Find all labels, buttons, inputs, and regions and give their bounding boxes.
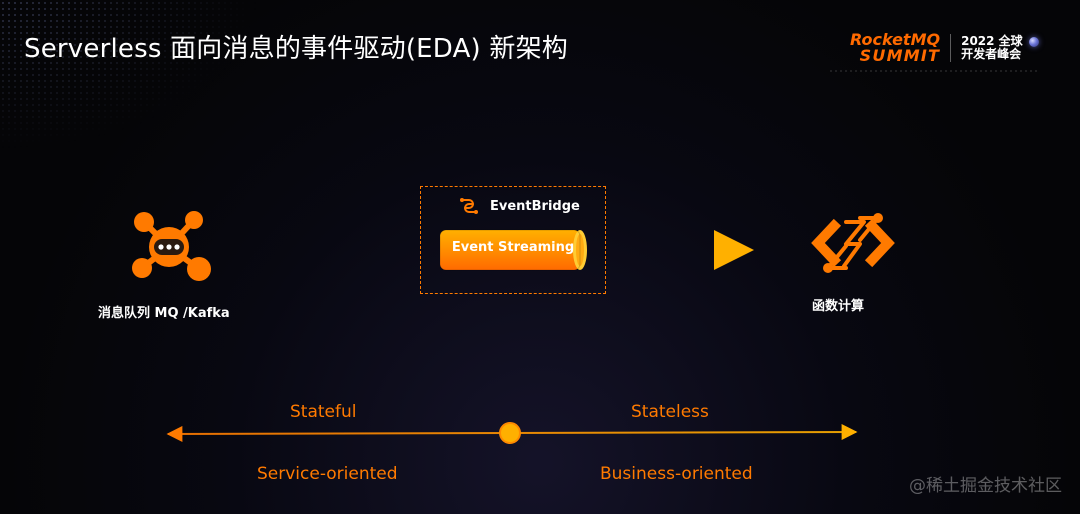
eventbridge-title: EventBridge bbox=[490, 198, 580, 214]
slide-title: Serverless 面向消息的事件驱动(EDA) 新架构 bbox=[24, 34, 568, 64]
logo-brand-bottom: SUMMIT bbox=[859, 46, 941, 65]
logo-strip bbox=[830, 70, 1040, 72]
left-node-label: 消息队列 MQ /Kafka bbox=[98, 306, 230, 321]
business-oriented-label: Business-oriented bbox=[600, 464, 753, 484]
right-node-label: 函数计算 bbox=[812, 299, 865, 314]
stateless-label: Stateless bbox=[631, 402, 709, 422]
stateful-label: Stateful bbox=[290, 402, 357, 422]
watermark: @稀土掘金技术社区 bbox=[909, 476, 1062, 496]
logo-event-line2: 开发者峰会 bbox=[961, 47, 1022, 61]
function-compute-icon bbox=[811, 213, 895, 273]
network-hub-icon bbox=[132, 211, 211, 281]
logo-brand: RocketMQ SUMMIT bbox=[850, 32, 940, 64]
eventbridge-box bbox=[420, 186, 606, 294]
spectrum-center-dot bbox=[499, 422, 521, 444]
logo-separator bbox=[950, 34, 952, 62]
logo-event-line1-row: 2022 全球 bbox=[961, 35, 1039, 48]
eventbridge-icon bbox=[460, 198, 478, 214]
service-oriented-label: Service-oriented bbox=[257, 464, 398, 484]
logo-event: 2022 全球 开发者峰会 bbox=[961, 35, 1039, 60]
planet-icon bbox=[1028, 36, 1039, 47]
eventbridge-header: EventBridge bbox=[456, 196, 580, 216]
event-logo: RocketMQ SUMMIT 2022 全球 开发者峰会 bbox=[830, 30, 1040, 72]
event-streaming-pipe bbox=[440, 229, 587, 271]
logo-brand-top: RocketMQ bbox=[850, 30, 941, 49]
logo-event-line1: 2022 全球 bbox=[961, 34, 1023, 49]
